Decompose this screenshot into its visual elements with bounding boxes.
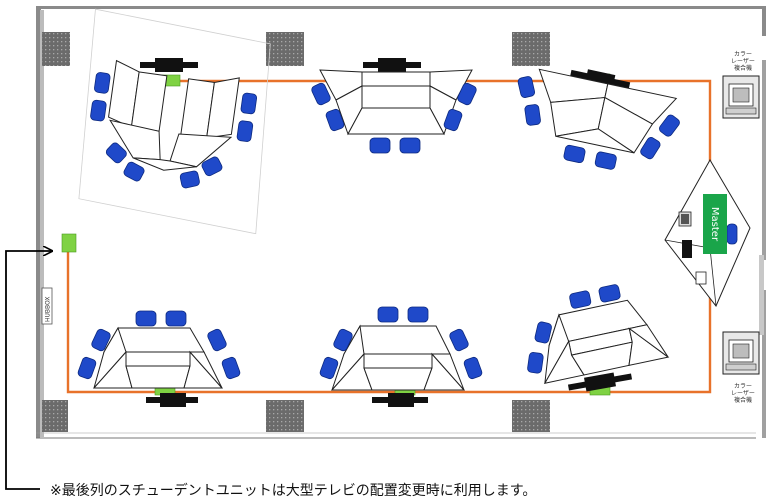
chair (311, 82, 331, 106)
chair (640, 137, 661, 160)
printer-top: カラー レーザー 複合機 (722, 51, 760, 119)
monitors (140, 58, 633, 407)
monitor-icon (584, 372, 616, 392)
monitor-icon (160, 393, 186, 407)
monitor-icon (155, 58, 183, 72)
chair (399, 137, 421, 154)
chair (524, 104, 541, 126)
chair (517, 76, 536, 98)
master-label-box (703, 194, 727, 254)
chair (569, 290, 592, 309)
note-callout-arrow (5, 251, 52, 490)
pillar (266, 400, 304, 432)
printer-bottom-label-1: カラー (734, 383, 752, 390)
chair (319, 356, 339, 380)
pillar (42, 32, 70, 66)
chair (407, 306, 429, 323)
chair (90, 99, 107, 122)
printer-bottom-label-2: レーザー (731, 390, 755, 397)
chair (659, 114, 680, 137)
network-unit (61, 233, 77, 253)
chair (598, 284, 621, 303)
master-pc-icon (682, 240, 692, 258)
pillar (266, 32, 304, 66)
hub-box: HUBBOX (41, 287, 53, 325)
master-desk: Master (664, 158, 751, 307)
chair (333, 328, 353, 352)
master-label: Master (709, 207, 720, 242)
pillars (42, 32, 550, 432)
chair (443, 108, 463, 132)
student-cluster-bottom-right (527, 284, 670, 384)
chair (377, 306, 399, 323)
chair (236, 120, 254, 142)
chair (527, 352, 544, 374)
chair (201, 156, 223, 177)
pillar (512, 400, 550, 432)
chair (594, 151, 617, 170)
chair (105, 142, 127, 164)
hub-box-label: HUBBOX (45, 297, 52, 322)
chair (463, 356, 483, 380)
student-cluster-top-center (311, 69, 477, 154)
student-cluster-bottom-left (77, 310, 241, 389)
chair (165, 310, 187, 327)
student-cluster-top-right (517, 68, 680, 170)
chair (534, 321, 552, 344)
chair (91, 328, 111, 352)
chair (221, 356, 241, 380)
chair (207, 328, 227, 352)
room-walls (36, 6, 766, 439)
chair (449, 328, 469, 352)
student-cluster-bottom-center (319, 306, 483, 391)
pillar (42, 400, 68, 432)
student-cluster-top-left (78, 8, 271, 235)
master-chair (726, 223, 738, 245)
chair (457, 82, 477, 106)
printer-top-label-3: 複合機 (734, 64, 752, 72)
monitor-icon (388, 393, 414, 407)
footnote-text: ※最後列のスチューデントユニットは大型テレビの配置変更時に利用します。 (50, 483, 537, 499)
pillar (512, 32, 550, 66)
monitor-icon (378, 58, 406, 72)
chair (325, 108, 345, 132)
printer-top-label-1: カラー (734, 51, 752, 58)
chair (135, 310, 157, 327)
master-device-icon (695, 271, 707, 285)
printer-bottom: カラー レーザー 複合機 (722, 331, 760, 404)
chair (179, 170, 200, 189)
chair (563, 144, 586, 164)
chair (94, 72, 111, 94)
chair (369, 137, 391, 154)
chair (123, 161, 145, 182)
printer-top-label-2: レーザー (731, 58, 755, 65)
chair (240, 92, 258, 115)
chair (77, 356, 97, 380)
printer-bottom-label-3: 複合機 (734, 396, 752, 404)
